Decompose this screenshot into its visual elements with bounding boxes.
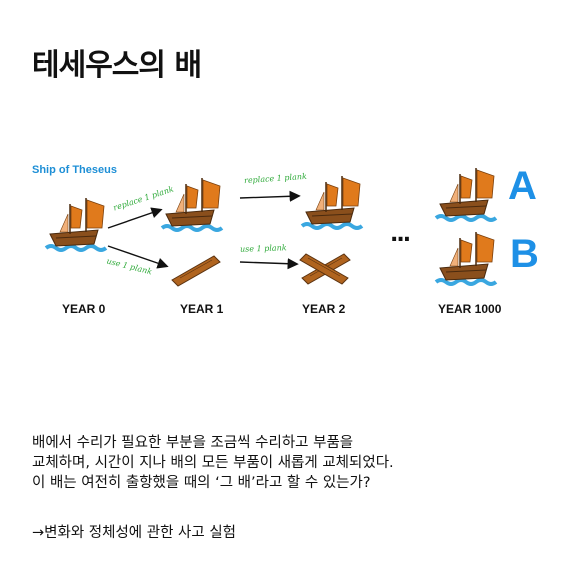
summary-note: →변화와 정체성에 관한 사고 실험 — [32, 525, 237, 541]
figure-title: Ship of Theseus — [32, 164, 117, 176]
ship-of-theseus-figure: Ship of Theseus replace 1 plank use 1 pl… — [0, 150, 567, 330]
body-paragraph: 배에서 수리가 필요한 부분을 조금씩 수리하고 부품을 교체하며, 시간이 지… — [32, 433, 542, 493]
arrow-icon-replace-1 — [107, 207, 163, 229]
figure-drawing — [44, 166, 498, 287]
year-label-0: YEAR 0 — [62, 302, 106, 316]
ship-icon-year1000-a — [434, 166, 498, 222]
year-label-1: YEAR 1 — [180, 302, 224, 316]
body-line: 배에서 수리가 필요한 부분을 조금씩 수리하고 부품을 — [32, 435, 354, 451]
ship-icon-year1000-b — [434, 230, 498, 286]
year-label-2: YEAR 2 — [302, 302, 346, 316]
page-title: 테세우스의 배 — [32, 48, 202, 83]
ship-icon-year2 — [300, 174, 364, 230]
ellipsis: ... — [390, 222, 411, 247]
arrow-icon-use-2 — [239, 258, 299, 270]
body-line: 교체하며, 시간이 지나 배의 모든 부품이 새롭게 교체되었다. — [32, 455, 394, 471]
arrow-icon-replace-2 — [239, 190, 301, 202]
plank-icon-year1 — [171, 255, 221, 287]
outcome-b-label: B — [510, 232, 539, 276]
plank-icon-year2 — [299, 253, 351, 285]
body-line: 이 배는 여전히 출항했을 때의 ‘그 배’라고 할 수 있는가? — [32, 475, 371, 491]
outcome-a-label: A — [508, 164, 537, 208]
annotation-use-2: use 1 plank — [239, 243, 287, 254]
arrow-icon-use-1 — [107, 245, 169, 269]
year-label-1000: YEAR 1000 — [438, 302, 502, 316]
ship-icon-year0 — [44, 196, 108, 252]
